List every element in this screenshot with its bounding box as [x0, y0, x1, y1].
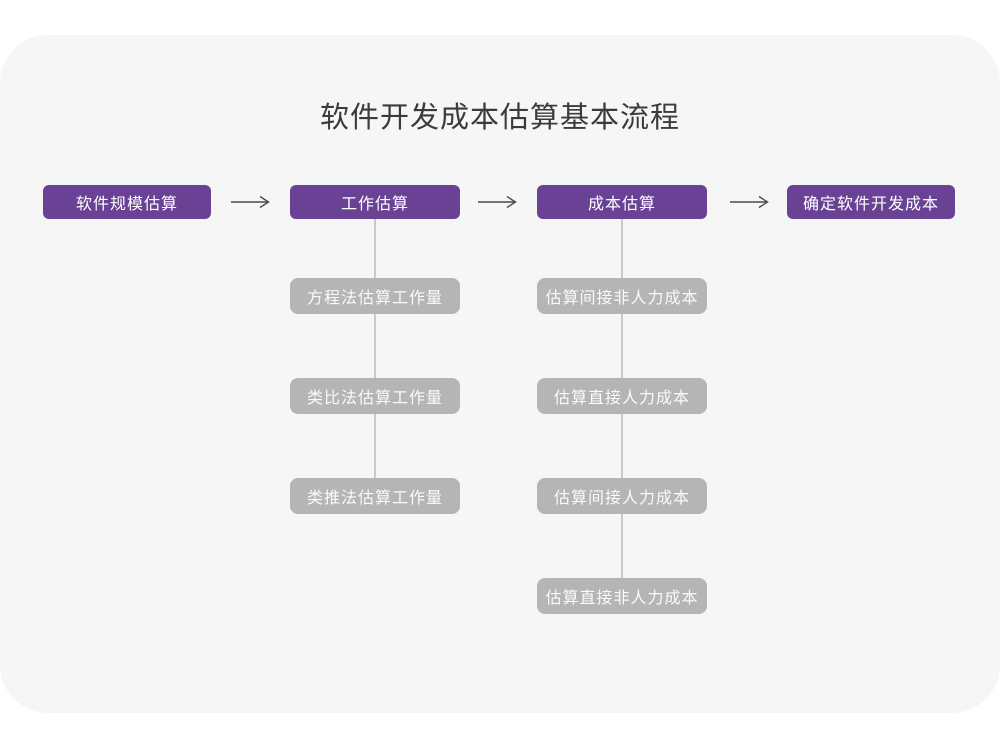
- cost-item-indirect-labor: 估算间接人力成本: [537, 478, 707, 514]
- right-arrow-icon: [478, 195, 517, 209]
- step-determine-development-cost: 确定软件开发成本: [787, 185, 955, 219]
- diagram-title: 软件开发成本估算基本流程: [319, 102, 680, 134]
- work-estimation-connector-line: [374, 219, 376, 497]
- work-method-equation: 方程法估算工作量: [290, 278, 460, 314]
- step-cost-estimation: 成本估算: [537, 185, 707, 219]
- cost-item-indirect-nonlabor: 估算间接非人力成本: [537, 278, 707, 314]
- work-method-analogy: 类比法估算工作量: [290, 378, 460, 414]
- cost-item-direct-labor: 估算直接人力成本: [537, 378, 707, 414]
- right-arrow-icon: [730, 195, 769, 209]
- step-work-estimation: 工作估算: [290, 185, 460, 219]
- right-arrow-icon: [231, 195, 270, 209]
- step-software-scale-estimation: 软件规模估算: [43, 185, 211, 219]
- cost-item-direct-nonlabor: 估算直接非人力成本: [537, 578, 707, 614]
- diagram-card: [0, 35, 1000, 713]
- work-method-extrapolation: 类推法估算工作量: [290, 478, 460, 514]
